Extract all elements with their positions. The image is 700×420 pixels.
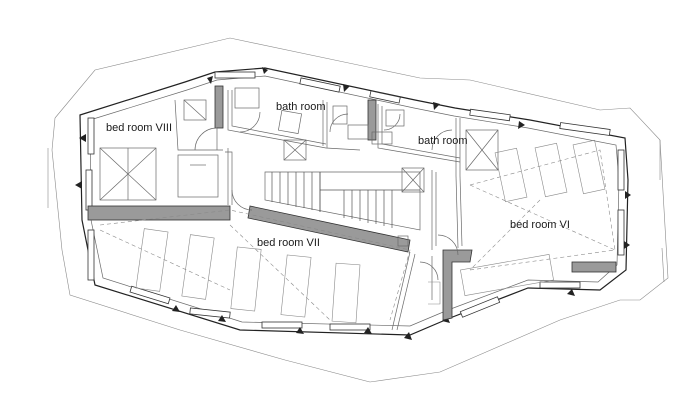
bed-room-vi-furniture xyxy=(428,139,616,305)
exterior-wall xyxy=(79,67,629,336)
room-label-bed-room-viii: bed room VIII xyxy=(106,122,172,134)
bathroom-fixtures xyxy=(183,87,499,193)
room-label-bed-room-vi: bed room VI xyxy=(510,219,570,231)
partitions xyxy=(174,90,463,331)
bed-room-vii-furniture xyxy=(99,209,411,324)
site-context-outline xyxy=(47,37,669,383)
room-label-bath-room-2: bath room xyxy=(418,135,468,147)
door-swings xyxy=(194,111,459,281)
interior-walls xyxy=(87,85,617,321)
bed-room-viii-bed xyxy=(99,147,157,201)
windows xyxy=(85,71,625,331)
room-label-bed-room-vii: bed room VII xyxy=(257,237,320,249)
room-label-bath-room-1: bath room xyxy=(276,101,326,113)
room-labels: bed room VIII bath room bath room bed ro… xyxy=(106,101,570,249)
staircase xyxy=(264,171,421,247)
window-arrows xyxy=(75,67,631,340)
